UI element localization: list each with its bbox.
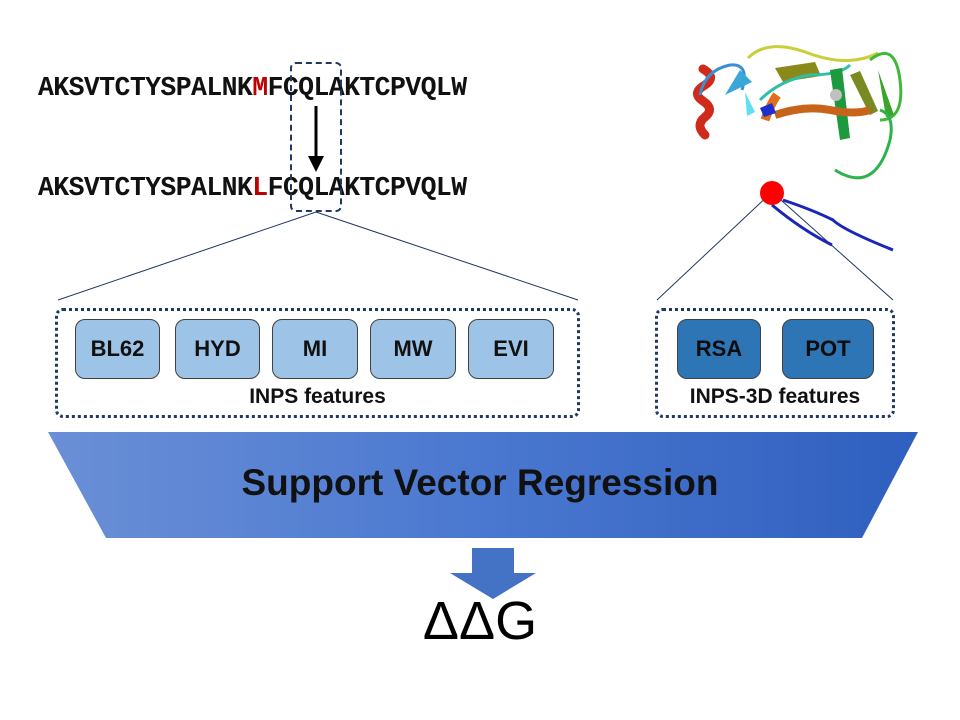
wt-residue: M — [252, 73, 268, 103]
mt-prefix: AKSVTCTYSPALNK — [38, 173, 253, 203]
connector-line-left — [57, 211, 317, 301]
wild-type-sequence: AKSVTCTYSPALNKMFCQLAKTCPVQLW — [38, 73, 467, 103]
mutant-sequence: AKSVTCTYSPALNKLFCQLAKTCPVQLW — [38, 173, 467, 203]
inps3d-features-label: INPS-3D features — [689, 385, 861, 408]
feature-bl62: BL62 — [75, 319, 160, 379]
mt-residue: L — [252, 173, 268, 203]
wt-prefix: AKSVTCTYSPALNK — [38, 73, 253, 103]
ddg-output-label: ΔΔG — [422, 591, 538, 651]
connector-line-3d-left — [656, 191, 773, 301]
feature-hyd: HYD — [175, 319, 260, 379]
mutation-site-marker — [760, 181, 784, 205]
wt-suffix: FCQLAKTCPVQLW — [267, 73, 468, 103]
svr-label: Support Vector Regression — [241, 462, 719, 503]
down-arrow-icon — [450, 548, 536, 599]
mt-suffix: FCQLAKTCPVQLW — [267, 173, 468, 203]
mutation-arrowhead-icon — [308, 156, 324, 172]
inps3d-features-group: RSA POT INPS-3D features — [655, 308, 895, 418]
feature-evi: EVI — [468, 319, 554, 379]
feature-pot: POT — [782, 319, 874, 379]
connector-line-3d-right — [771, 191, 894, 301]
feature-rsa: RSA — [677, 319, 761, 379]
feature-mw: MW — [370, 319, 456, 379]
connector-line-right — [315, 211, 579, 301]
mutation-site-box — [290, 62, 342, 212]
inps-features-group: BL62 HYD MI MW EVI INPS features — [55, 308, 580, 418]
inps-features-label: INPS features — [249, 385, 386, 408]
feature-mi: MI — [272, 319, 358, 379]
svr-trapezoid-shape — [48, 432, 918, 538]
protein-structure-icon — [693, 45, 903, 252]
